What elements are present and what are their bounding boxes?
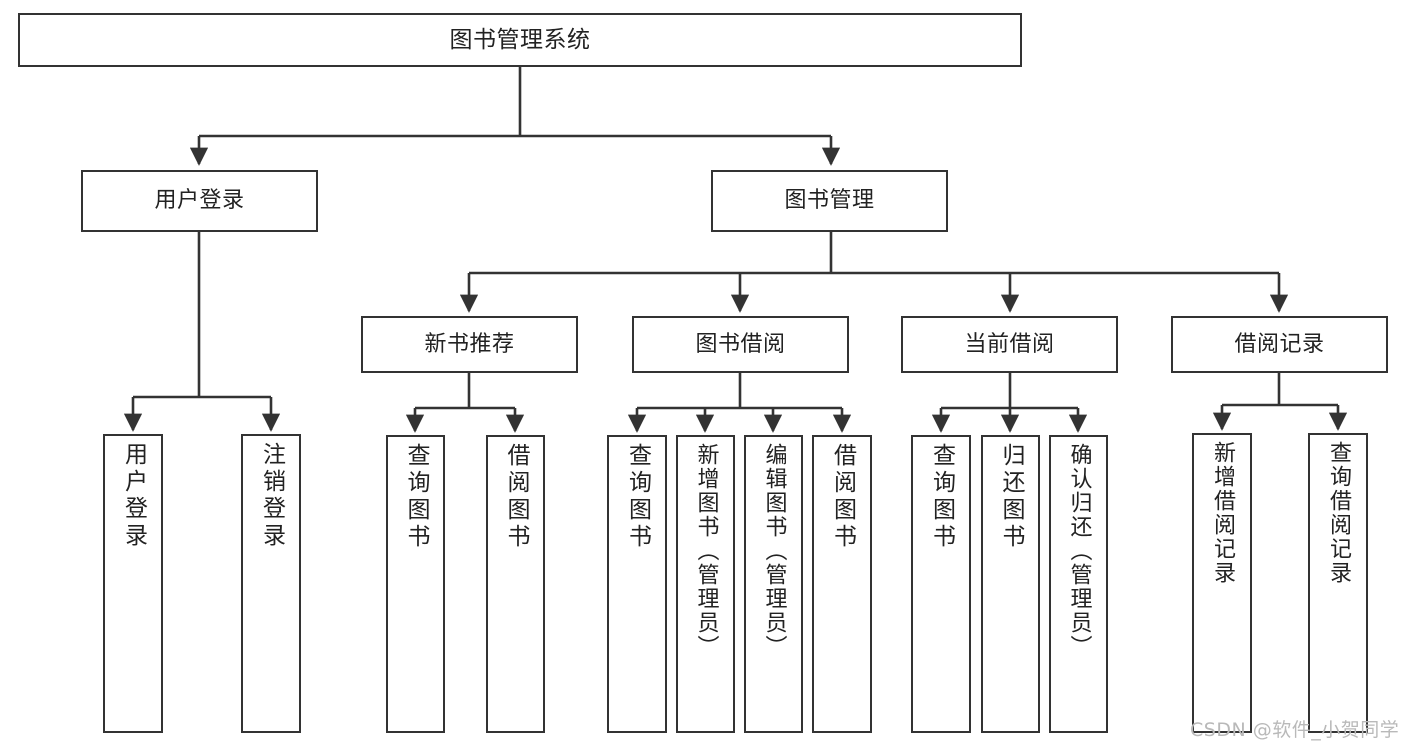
node-leaf-user-login-label: 用户登录 xyxy=(120,442,147,550)
node-leaf-confirm-return-label: 确认归还（管理员） xyxy=(1066,443,1092,659)
node-current-borrow[interactable]: 当前借阅 xyxy=(901,316,1118,373)
node-leaf-logout-login[interactable]: 注销登录 xyxy=(241,434,301,733)
node-book-management-label: 图书管理 xyxy=(784,188,875,214)
node-leaf-add-record[interactable]: 新增借阅记录 xyxy=(1192,433,1252,733)
node-leaf-logout-login-label: 注销登录 xyxy=(258,442,285,550)
node-leaf-return-book[interactable]: 归还图书 xyxy=(981,435,1040,733)
node-leaf-add-book[interactable]: 新增图书（管理员） xyxy=(676,435,735,733)
node-root[interactable]: 图书管理系统 xyxy=(18,13,1022,67)
node-leaf-borrow-book-2-label: 借阅图书 xyxy=(829,443,856,551)
node-book-management[interactable]: 图书管理 xyxy=(711,170,948,232)
watermark-text: CSDN @软件_小贺同学 xyxy=(1190,719,1400,741)
node-leaf-query-book-1[interactable]: 查询图书 xyxy=(386,435,445,733)
node-root-label: 图书管理系统 xyxy=(449,26,591,53)
node-leaf-add-record-label: 新增借阅记录 xyxy=(1210,441,1235,585)
node-user-login[interactable]: 用户登录 xyxy=(81,170,318,232)
node-leaf-query-book-2[interactable]: 查询图书 xyxy=(607,435,667,733)
node-book-borrow[interactable]: 图书借阅 xyxy=(632,316,849,373)
node-leaf-query-book-3-label: 查询图书 xyxy=(928,443,955,551)
node-book-borrow-label: 图书借阅 xyxy=(695,331,786,357)
node-leaf-query-book-3[interactable]: 查询图书 xyxy=(911,435,971,733)
node-leaf-return-book-label: 归还图书 xyxy=(998,443,1024,551)
node-borrow-record-label: 借阅记录 xyxy=(1234,331,1325,357)
node-leaf-borrow-book-2[interactable]: 借阅图书 xyxy=(812,435,872,733)
node-leaf-user-login[interactable]: 用户登录 xyxy=(103,434,163,733)
node-leaf-edit-book-label: 编辑图书（管理员） xyxy=(761,443,787,659)
node-new-book-recommend[interactable]: 新书推荐 xyxy=(361,316,578,373)
node-borrow-record[interactable]: 借阅记录 xyxy=(1171,316,1388,373)
node-leaf-confirm-return[interactable]: 确认归还（管理员） xyxy=(1049,435,1108,733)
node-leaf-borrow-book-1-label: 借阅图书 xyxy=(503,443,529,551)
node-leaf-query-record[interactable]: 查询借阅记录 xyxy=(1308,433,1368,733)
node-leaf-query-book-1-label: 查询图书 xyxy=(403,443,429,551)
node-current-borrow-label: 当前借阅 xyxy=(964,331,1055,357)
node-leaf-query-book-2-label: 查询图书 xyxy=(624,443,651,551)
node-leaf-borrow-book-1[interactable]: 借阅图书 xyxy=(486,435,545,733)
node-leaf-query-record-label: 查询借阅记录 xyxy=(1326,441,1351,585)
node-leaf-edit-book[interactable]: 编辑图书（管理员） xyxy=(744,435,803,733)
node-new-book-recommend-label: 新书推荐 xyxy=(424,331,515,357)
node-leaf-add-book-label: 新增图书（管理员） xyxy=(693,443,719,659)
node-user-login-label: 用户登录 xyxy=(154,188,245,214)
